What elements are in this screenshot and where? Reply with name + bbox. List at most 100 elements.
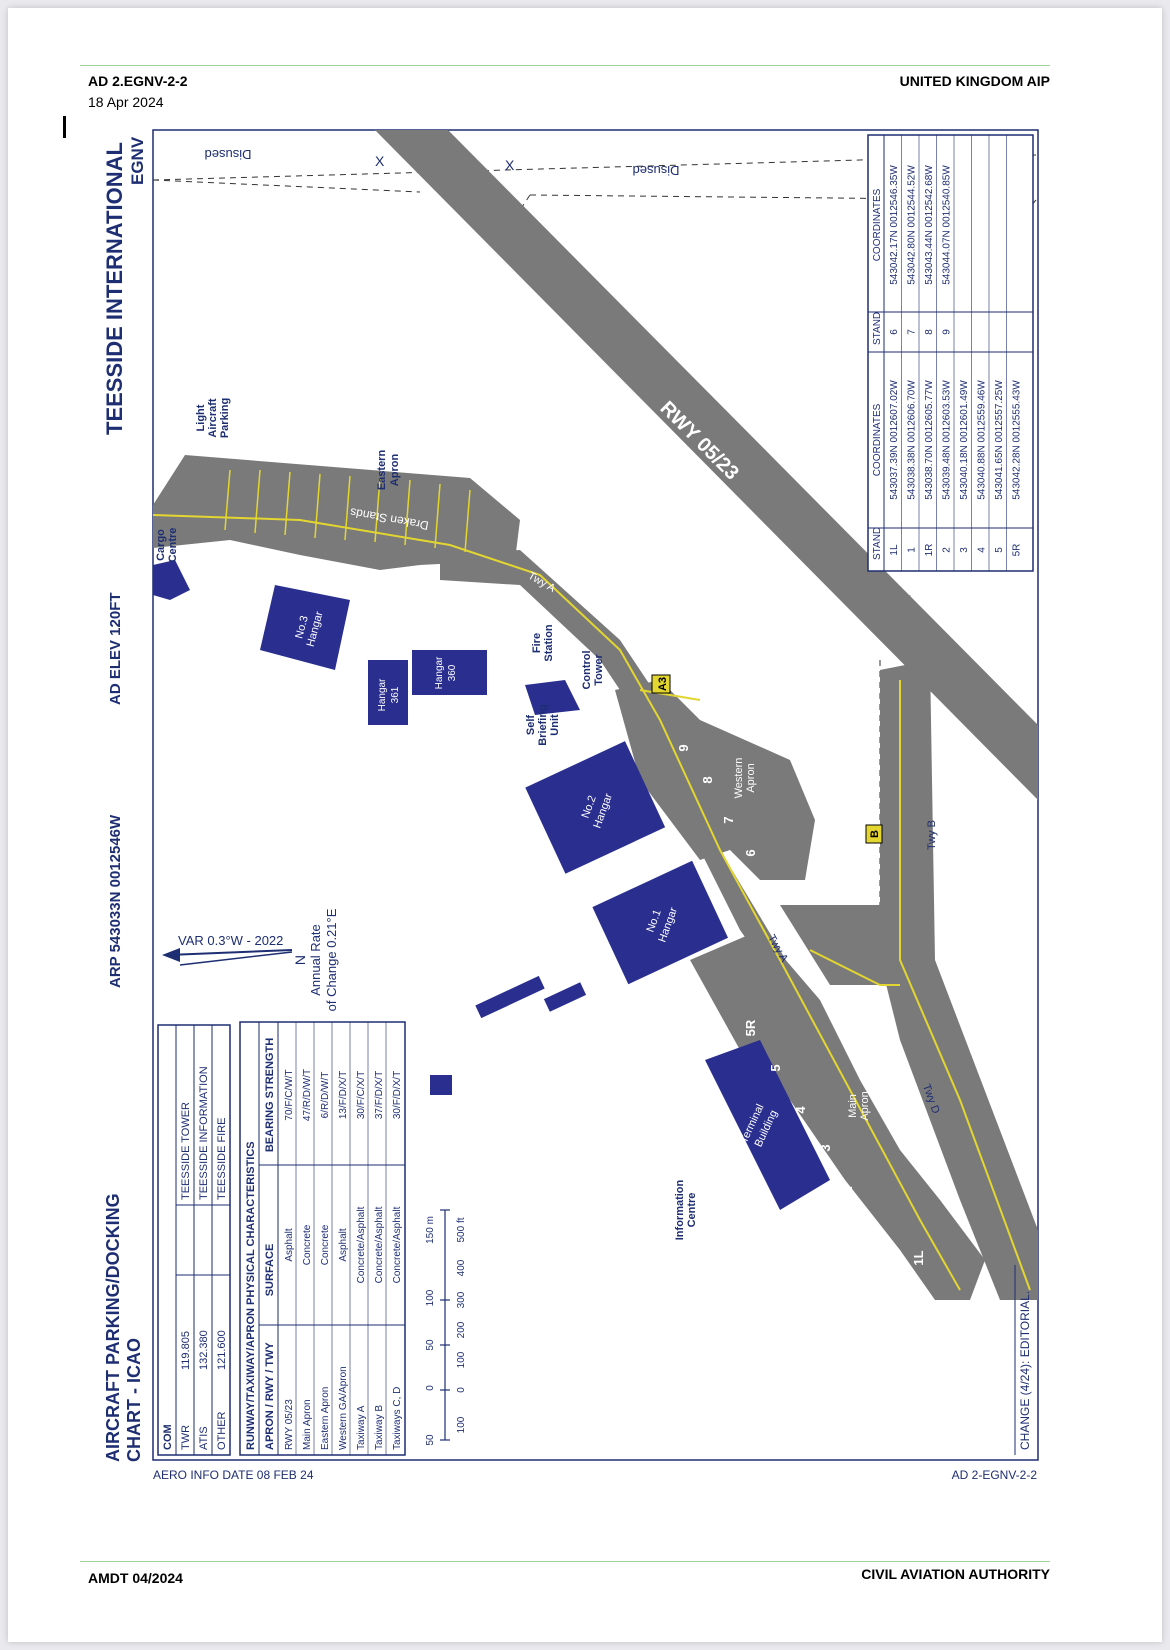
hangar-360-label-1: Hangar bbox=[434, 656, 445, 689]
stands-table bbox=[867, 134, 1034, 572]
chart-title-1: AIRCRAFT PARKING/DOCKING bbox=[103, 1193, 123, 1462]
stand-left-id-4: 3 bbox=[959, 547, 970, 553]
stand-left-coords-3: 543039.48N 0012603.53W bbox=[942, 380, 953, 500]
disused-label-1: Disused bbox=[205, 147, 252, 162]
tower-label-1: Control bbox=[581, 650, 593, 689]
stand-left-coords-2: 543038.70N 0012605.77W bbox=[924, 380, 935, 500]
com-twr-service: TWR bbox=[180, 1425, 192, 1450]
cargo-centre bbox=[153, 560, 190, 600]
annex-2 bbox=[543, 982, 587, 1012]
authority: CIVIL AVIATION AUTHORITY bbox=[861, 1566, 1050, 1582]
com-other-callsign: TEESSIDE FIRE bbox=[216, 1117, 228, 1200]
scale-ft-unit: 500 ft bbox=[456, 1217, 467, 1242]
stand-left-coords-0: 543037.39N 0012607.02W bbox=[889, 380, 900, 500]
stands-col-stand-right: STAND bbox=[872, 312, 883, 345]
characteristics-surface-0: Asphalt bbox=[284, 1228, 295, 1262]
characteristics-heading: RUNWAY/TAXIWAY/APRON PHYSICAL CHARACTERI… bbox=[245, 1141, 257, 1450]
holding-point-b-label: B bbox=[869, 830, 881, 838]
x-mark-2: X bbox=[505, 157, 515, 173]
characteristics-surface-4: Concrete/Asphalt bbox=[356, 1206, 367, 1283]
amendment: AMDT 04/2024 bbox=[88, 1570, 183, 1586]
west-stand-6: 6 bbox=[743, 849, 758, 856]
characteristics-surface-1: Concrete bbox=[302, 1224, 313, 1265]
hangar-361 bbox=[368, 660, 408, 725]
header-rule bbox=[80, 65, 1050, 66]
characteristics-col-strength: BEARING STRENGTH bbox=[264, 1038, 276, 1152]
eastern-apron-label-1: Eastern bbox=[376, 450, 388, 491]
holding-point-b bbox=[865, 824, 883, 844]
characteristics-strength-2: 6/R/D/W/T bbox=[320, 1072, 331, 1119]
com-atis-service: ATIS bbox=[198, 1426, 210, 1450]
west-stand-9: 9 bbox=[676, 744, 691, 751]
characteristics-name-1: Main Apron bbox=[302, 1399, 313, 1450]
change-note: CHANGE (4/24): EDITORIAL. bbox=[1018, 1291, 1032, 1450]
stand-left-id-6: 5 bbox=[994, 547, 1005, 553]
runway-05-23 bbox=[375, 130, 1038, 800]
stands-col-coords-right: COORDINATES bbox=[872, 188, 883, 261]
scale-m-tick-left: 50 bbox=[425, 1434, 436, 1446]
stand-right-coords-1: 543042.80N 0012544.52W bbox=[907, 165, 918, 285]
characteristics-table bbox=[239, 1021, 406, 1456]
aero-info-date: AERO INFO DATE 08 FEB 24 bbox=[153, 1468, 314, 1482]
hangar-360 bbox=[412, 650, 487, 695]
scale-ft-tick-100: 100 bbox=[456, 1351, 467, 1368]
scale-m-tick-0: 0 bbox=[425, 1385, 436, 1391]
annex-3 bbox=[430, 1075, 452, 1095]
characteristics-surface-3: Asphalt bbox=[338, 1228, 349, 1262]
fire-label-1: Fire bbox=[531, 633, 543, 653]
stand-left-id-1: 1 bbox=[907, 547, 918, 553]
footer-rule bbox=[80, 1561, 1050, 1562]
x-mark-1: X bbox=[375, 153, 385, 169]
main-stand-2: 2 bbox=[840, 1186, 855, 1193]
western-apron-label-1: Western bbox=[733, 758, 745, 799]
characteristics-col-surface: SURFACE bbox=[264, 1244, 276, 1297]
com-other-service: OTHER bbox=[216, 1411, 228, 1450]
characteristics-strength-0: 70/F/C/W/T bbox=[284, 1069, 295, 1120]
doc-ref: AD 2.EGNV-2-2 bbox=[88, 73, 188, 89]
characteristics-strength-4: 30/F/C/X/T bbox=[356, 1071, 367, 1119]
main-stand-1: 1 bbox=[878, 1246, 893, 1253]
tower-label-2: Tower bbox=[593, 653, 605, 685]
main-stand-1l: 1L bbox=[911, 1250, 926, 1265]
light-ac-label-3: Parking bbox=[219, 398, 231, 438]
scale-m-tick-50: 100 bbox=[425, 1289, 436, 1306]
com-other-freq: 121.600 bbox=[216, 1330, 228, 1370]
west-stand-7: 7 bbox=[721, 816, 736, 823]
draken-stand-lines bbox=[224, 469, 471, 553]
stand-left-id-5: 4 bbox=[977, 547, 988, 553]
main-stand-3: 3 bbox=[818, 1144, 833, 1151]
cargo-label-2: Centre bbox=[167, 528, 179, 563]
com-table bbox=[157, 1024, 231, 1456]
info-centre-label-1: Information bbox=[674, 1179, 686, 1240]
stand-right-id-0: 6 bbox=[889, 329, 900, 335]
annex-1 bbox=[475, 975, 545, 1019]
stand-right-id-2: 8 bbox=[924, 329, 935, 335]
com-twr-freq: 119.805 bbox=[180, 1331, 192, 1370]
hangar-3 bbox=[260, 585, 350, 670]
arp-coordinates: ARP 543033N 0012546W bbox=[107, 814, 124, 988]
aerodrome-name: TEESSIDE INTERNATIONAL bbox=[102, 142, 127, 435]
main-apron-label-1: Main bbox=[847, 1094, 859, 1118]
scale-bar bbox=[440, 1209, 450, 1441]
scale-ft-tick-200: 200 bbox=[456, 1321, 467, 1338]
stands-col-coords-left: COORDINATES bbox=[872, 403, 883, 476]
characteristics-name-2: Eastern Apron bbox=[320, 1387, 331, 1450]
scale-ft-tick-left: 100 bbox=[456, 1416, 467, 1433]
characteristics-name-4: Taxiway A bbox=[356, 1405, 367, 1450]
hangar-3-label-1: No.3 bbox=[293, 614, 311, 640]
west-stand-8: 8 bbox=[700, 776, 715, 783]
stand-left-coords-6: 543041.65N 0012557.25W bbox=[994, 380, 1005, 500]
characteristics-name-6: Taxiways C, D bbox=[392, 1387, 403, 1450]
com-atis-callsign: TEESSIDE INFORMATION bbox=[198, 1066, 210, 1200]
twy-b-label: Twy B bbox=[926, 820, 938, 850]
light-ac-label-2: Aircraft bbox=[207, 398, 219, 437]
stands-col-stand-left: STAND bbox=[872, 527, 883, 560]
stand-right-coords-0: 543042.17N 0012546.35W bbox=[889, 165, 900, 285]
stand-left-id-7: 5R bbox=[1012, 544, 1023, 557]
annual-rate-line-1: Annual Rate bbox=[308, 924, 323, 996]
stand-left-coords-7: 543042.28N 0012555.43W bbox=[1012, 380, 1023, 500]
characteristics-name-5: Taxiway B bbox=[374, 1405, 385, 1450]
hangar-360-label-2: 360 bbox=[447, 664, 458, 681]
